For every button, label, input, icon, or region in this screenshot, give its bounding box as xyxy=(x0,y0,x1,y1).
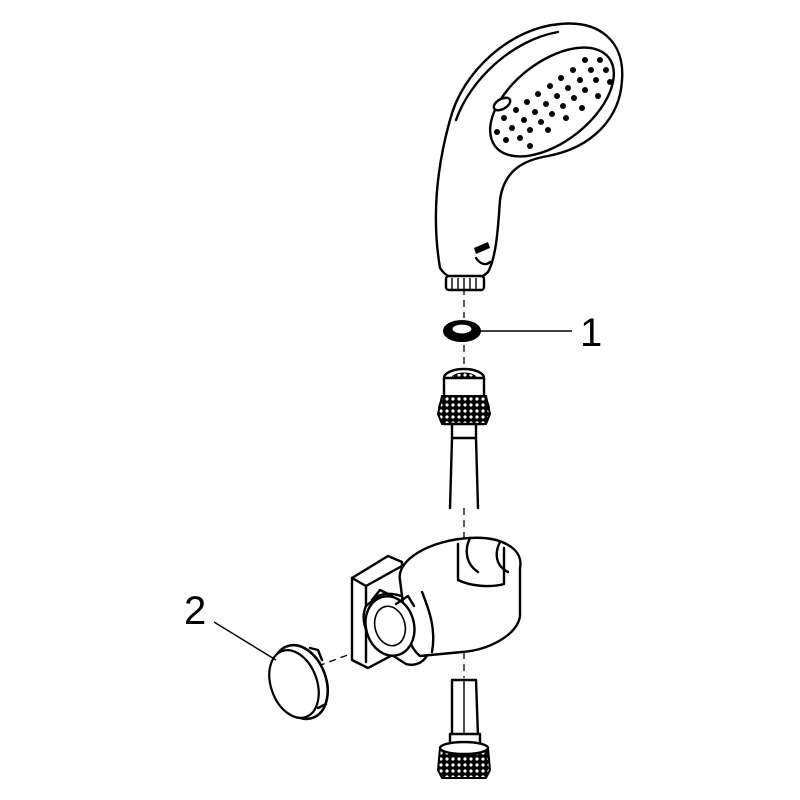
washer xyxy=(443,320,481,342)
hose-nut-lower xyxy=(436,740,492,779)
hose-upper xyxy=(448,436,480,510)
assembly-axis-lines xyxy=(317,288,465,678)
cover-cap xyxy=(268,643,329,721)
spray-face xyxy=(488,46,616,158)
callout-2-leader xyxy=(213,621,277,661)
hand-shower xyxy=(434,22,624,292)
callout-2-label: 2 xyxy=(184,589,206,633)
hose-nut-upper xyxy=(436,367,492,440)
wall-holder xyxy=(350,536,522,670)
callout-2: 2 xyxy=(184,589,277,661)
shower-connector-thread xyxy=(444,274,486,292)
spray-nozzles xyxy=(494,57,613,149)
hose-lower xyxy=(448,678,482,750)
callout-1: 1 xyxy=(480,311,602,355)
callout-1-label: 1 xyxy=(580,311,602,355)
